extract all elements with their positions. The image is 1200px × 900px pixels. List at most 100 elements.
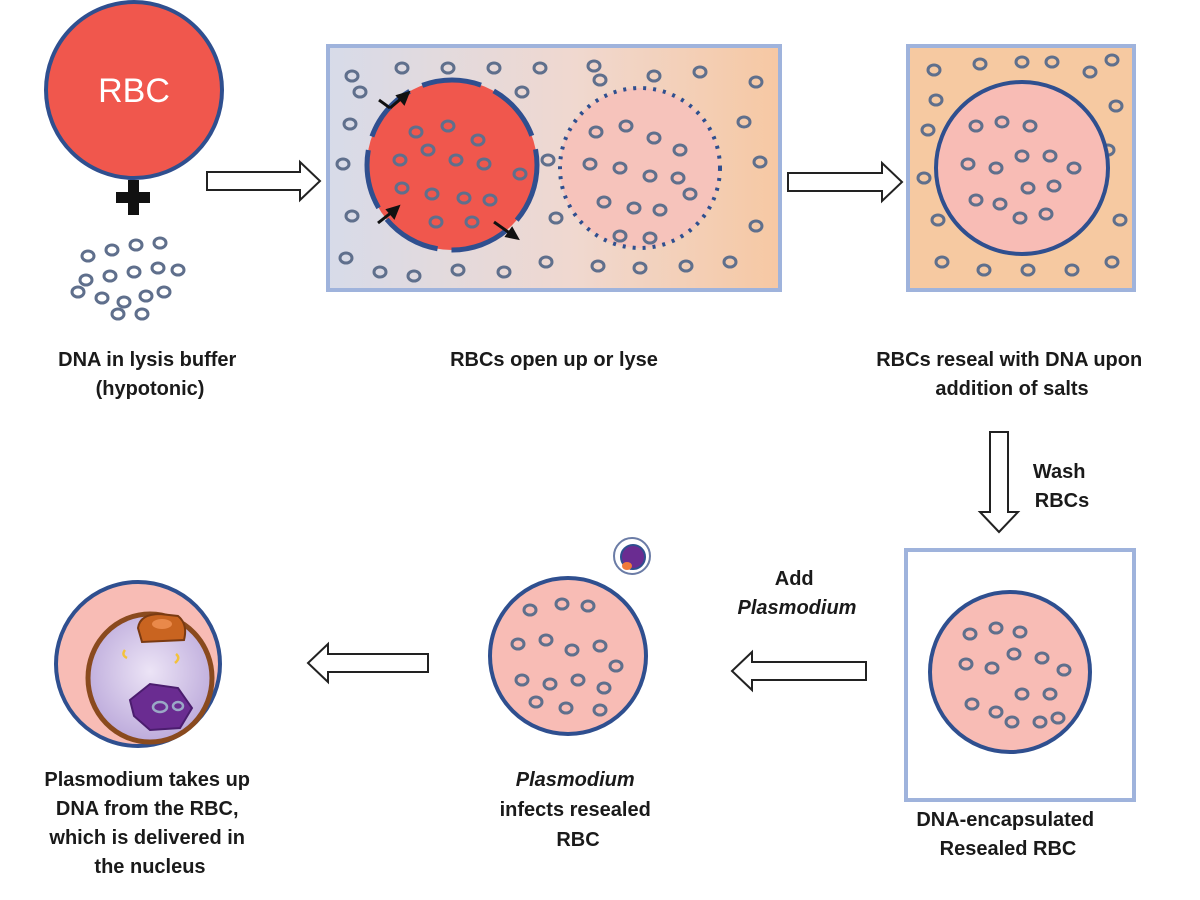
dna-plasmid-icon xyxy=(1020,263,1036,277)
dna-plasmid-icon xyxy=(110,307,126,321)
dna-plasmid-icon xyxy=(934,255,950,269)
dna-plasmid-icon xyxy=(394,61,410,75)
resealed-rbc xyxy=(934,80,1110,256)
dna-plasmid-icon xyxy=(930,213,946,227)
dna-plasmid-icon xyxy=(78,273,94,287)
dna-plasmid-icon xyxy=(528,695,544,709)
step1-group: RBC DNA in lysis buffer (hypotonic) xyxy=(44,0,242,400)
ghost-rbc-dna xyxy=(582,119,698,245)
lysing-rbc-dna xyxy=(392,119,528,229)
dna-plasmid-icon xyxy=(496,265,512,279)
dna-plasmid-icon xyxy=(80,249,96,263)
dna-plasmid-icon xyxy=(642,169,658,183)
lysis-panel: RBCs open up or lyse xyxy=(326,44,782,371)
dna-plasmid-icon xyxy=(928,93,944,107)
dna-plasmid-icon xyxy=(532,61,548,75)
infected-rbc xyxy=(488,576,648,736)
dna-plasmid-icon xyxy=(1014,149,1030,163)
dna-plasmid-icon xyxy=(372,265,388,279)
dna-plasmid-icon xyxy=(512,167,528,181)
dna-plasmid-icon xyxy=(592,639,608,653)
dna-plasmid-icon xyxy=(958,657,974,671)
hollow-arrow-down-icon xyxy=(977,431,1021,534)
uptake-group: Plasmodium takes up DNA from the RBC, wh… xyxy=(44,580,250,878)
dna-plasmid-icon xyxy=(632,261,648,275)
dna-plasmid-icon xyxy=(642,231,658,245)
dna-plasmid-icon xyxy=(646,131,662,145)
dna-plasmid-icon xyxy=(1006,647,1022,661)
dna-plasmid-icon xyxy=(424,187,440,201)
dna-plasmid-icon xyxy=(440,119,456,133)
dna-plasmid-icon xyxy=(1104,255,1120,269)
dna-plasmid-icon xyxy=(582,157,598,171)
dna-plasmid-icon xyxy=(510,637,526,651)
caption-step4: DNA-encapsulated Resealed RBC xyxy=(916,809,1099,860)
dna-plasmid-icon xyxy=(152,236,168,250)
lysis-dna-particles xyxy=(335,59,768,283)
dna-plasmid-icon xyxy=(1066,161,1082,175)
caption-step5: Plasmodium infects resealed RBC xyxy=(500,769,657,851)
dna-plasmid-icon xyxy=(1044,55,1060,69)
dna-plasmid-icon xyxy=(564,643,580,657)
hollow-arrow-left-icon xyxy=(306,641,429,685)
dna-plasmid-icon xyxy=(992,197,1008,211)
dna-plasmid-icon xyxy=(538,633,554,647)
dna-plasmid-icon xyxy=(968,119,984,133)
caption-step3: RBCs reseal with DNA upon addition of sa… xyxy=(876,349,1148,400)
dna-plasmid-icon xyxy=(1108,99,1124,113)
hollow-arrow-icon xyxy=(787,160,904,204)
dna-cluster xyxy=(70,236,186,321)
dna-plasmid-icon xyxy=(514,673,530,687)
dna-plasmid-icon xyxy=(608,659,624,673)
dna-plasmid-icon xyxy=(1004,715,1020,729)
encapsulated-panel: DNA-encapsulated Resealed RBC xyxy=(904,548,1136,860)
dna-plasmid-icon xyxy=(156,285,172,299)
dna-plasmid-icon xyxy=(486,61,502,75)
dna-plasmid-icon xyxy=(994,115,1010,129)
dna-plasmid-icon xyxy=(736,115,752,129)
dna-plasmid-icon xyxy=(1020,181,1036,195)
dna-plasmid-icon xyxy=(1112,213,1128,227)
reseal-panel: RBCs reseal with DNA upon addition of sa… xyxy=(876,44,1148,400)
caption-step1: DNA in lysis buffer (hypotonic) xyxy=(58,349,242,400)
dna-plasmid-icon xyxy=(586,59,602,73)
dna-plasmid-icon xyxy=(440,61,456,75)
dna-plasmid-icon xyxy=(94,291,110,305)
dna-plasmid-icon xyxy=(748,219,764,233)
encapsulated-rbc-dna xyxy=(958,621,1072,729)
dna-plasmid-icon xyxy=(394,181,410,195)
plasmodium-parasite-icon xyxy=(613,537,651,575)
dna-plasmid-icon xyxy=(538,255,554,269)
dna-plasmid-icon xyxy=(344,69,360,83)
dna-plasmid-icon xyxy=(1046,179,1062,193)
dna-plasmid-icon xyxy=(476,157,492,171)
dna-plasmid-icon xyxy=(1034,651,1050,665)
hollow-arrow-icon xyxy=(206,159,322,203)
dna-plasmid-icon xyxy=(102,269,118,283)
infection-group: Plasmodium infects resealed RBC xyxy=(488,537,657,851)
dna-plasmid-icon xyxy=(646,69,662,83)
dna-plasmid-icon xyxy=(1032,715,1048,729)
dna-plasmid-icon xyxy=(338,251,354,265)
dna-plasmid-icon xyxy=(926,63,942,77)
dna-plasmid-icon xyxy=(722,255,738,269)
dna-plasmid-icon xyxy=(104,243,120,257)
dna-plasmid-icon xyxy=(150,261,166,275)
dna-plasmid-icon xyxy=(406,269,422,283)
dna-plasmid-icon xyxy=(352,85,368,99)
dna-plasmid-icon xyxy=(984,661,1000,675)
dna-plasmid-icon xyxy=(1014,687,1030,701)
dna-plasmid-icon xyxy=(570,673,586,687)
dna-plasmid-icon xyxy=(920,123,936,137)
dna-plasmid-icon xyxy=(626,201,642,215)
dna-plasmid-icon xyxy=(138,289,154,303)
dna-plasmid-icon xyxy=(964,697,980,711)
dna-plasmid-icon xyxy=(514,85,530,99)
dna-plasmid-icon xyxy=(558,701,574,715)
dna-plasmid-icon xyxy=(580,599,596,613)
dna-plasmid-icon xyxy=(592,73,608,87)
dna-plasmid-icon xyxy=(752,155,768,169)
dna-plasmid-icon xyxy=(960,157,976,171)
dna-plasmid-icon xyxy=(540,153,556,167)
dna-plasmid-icon xyxy=(678,259,694,273)
